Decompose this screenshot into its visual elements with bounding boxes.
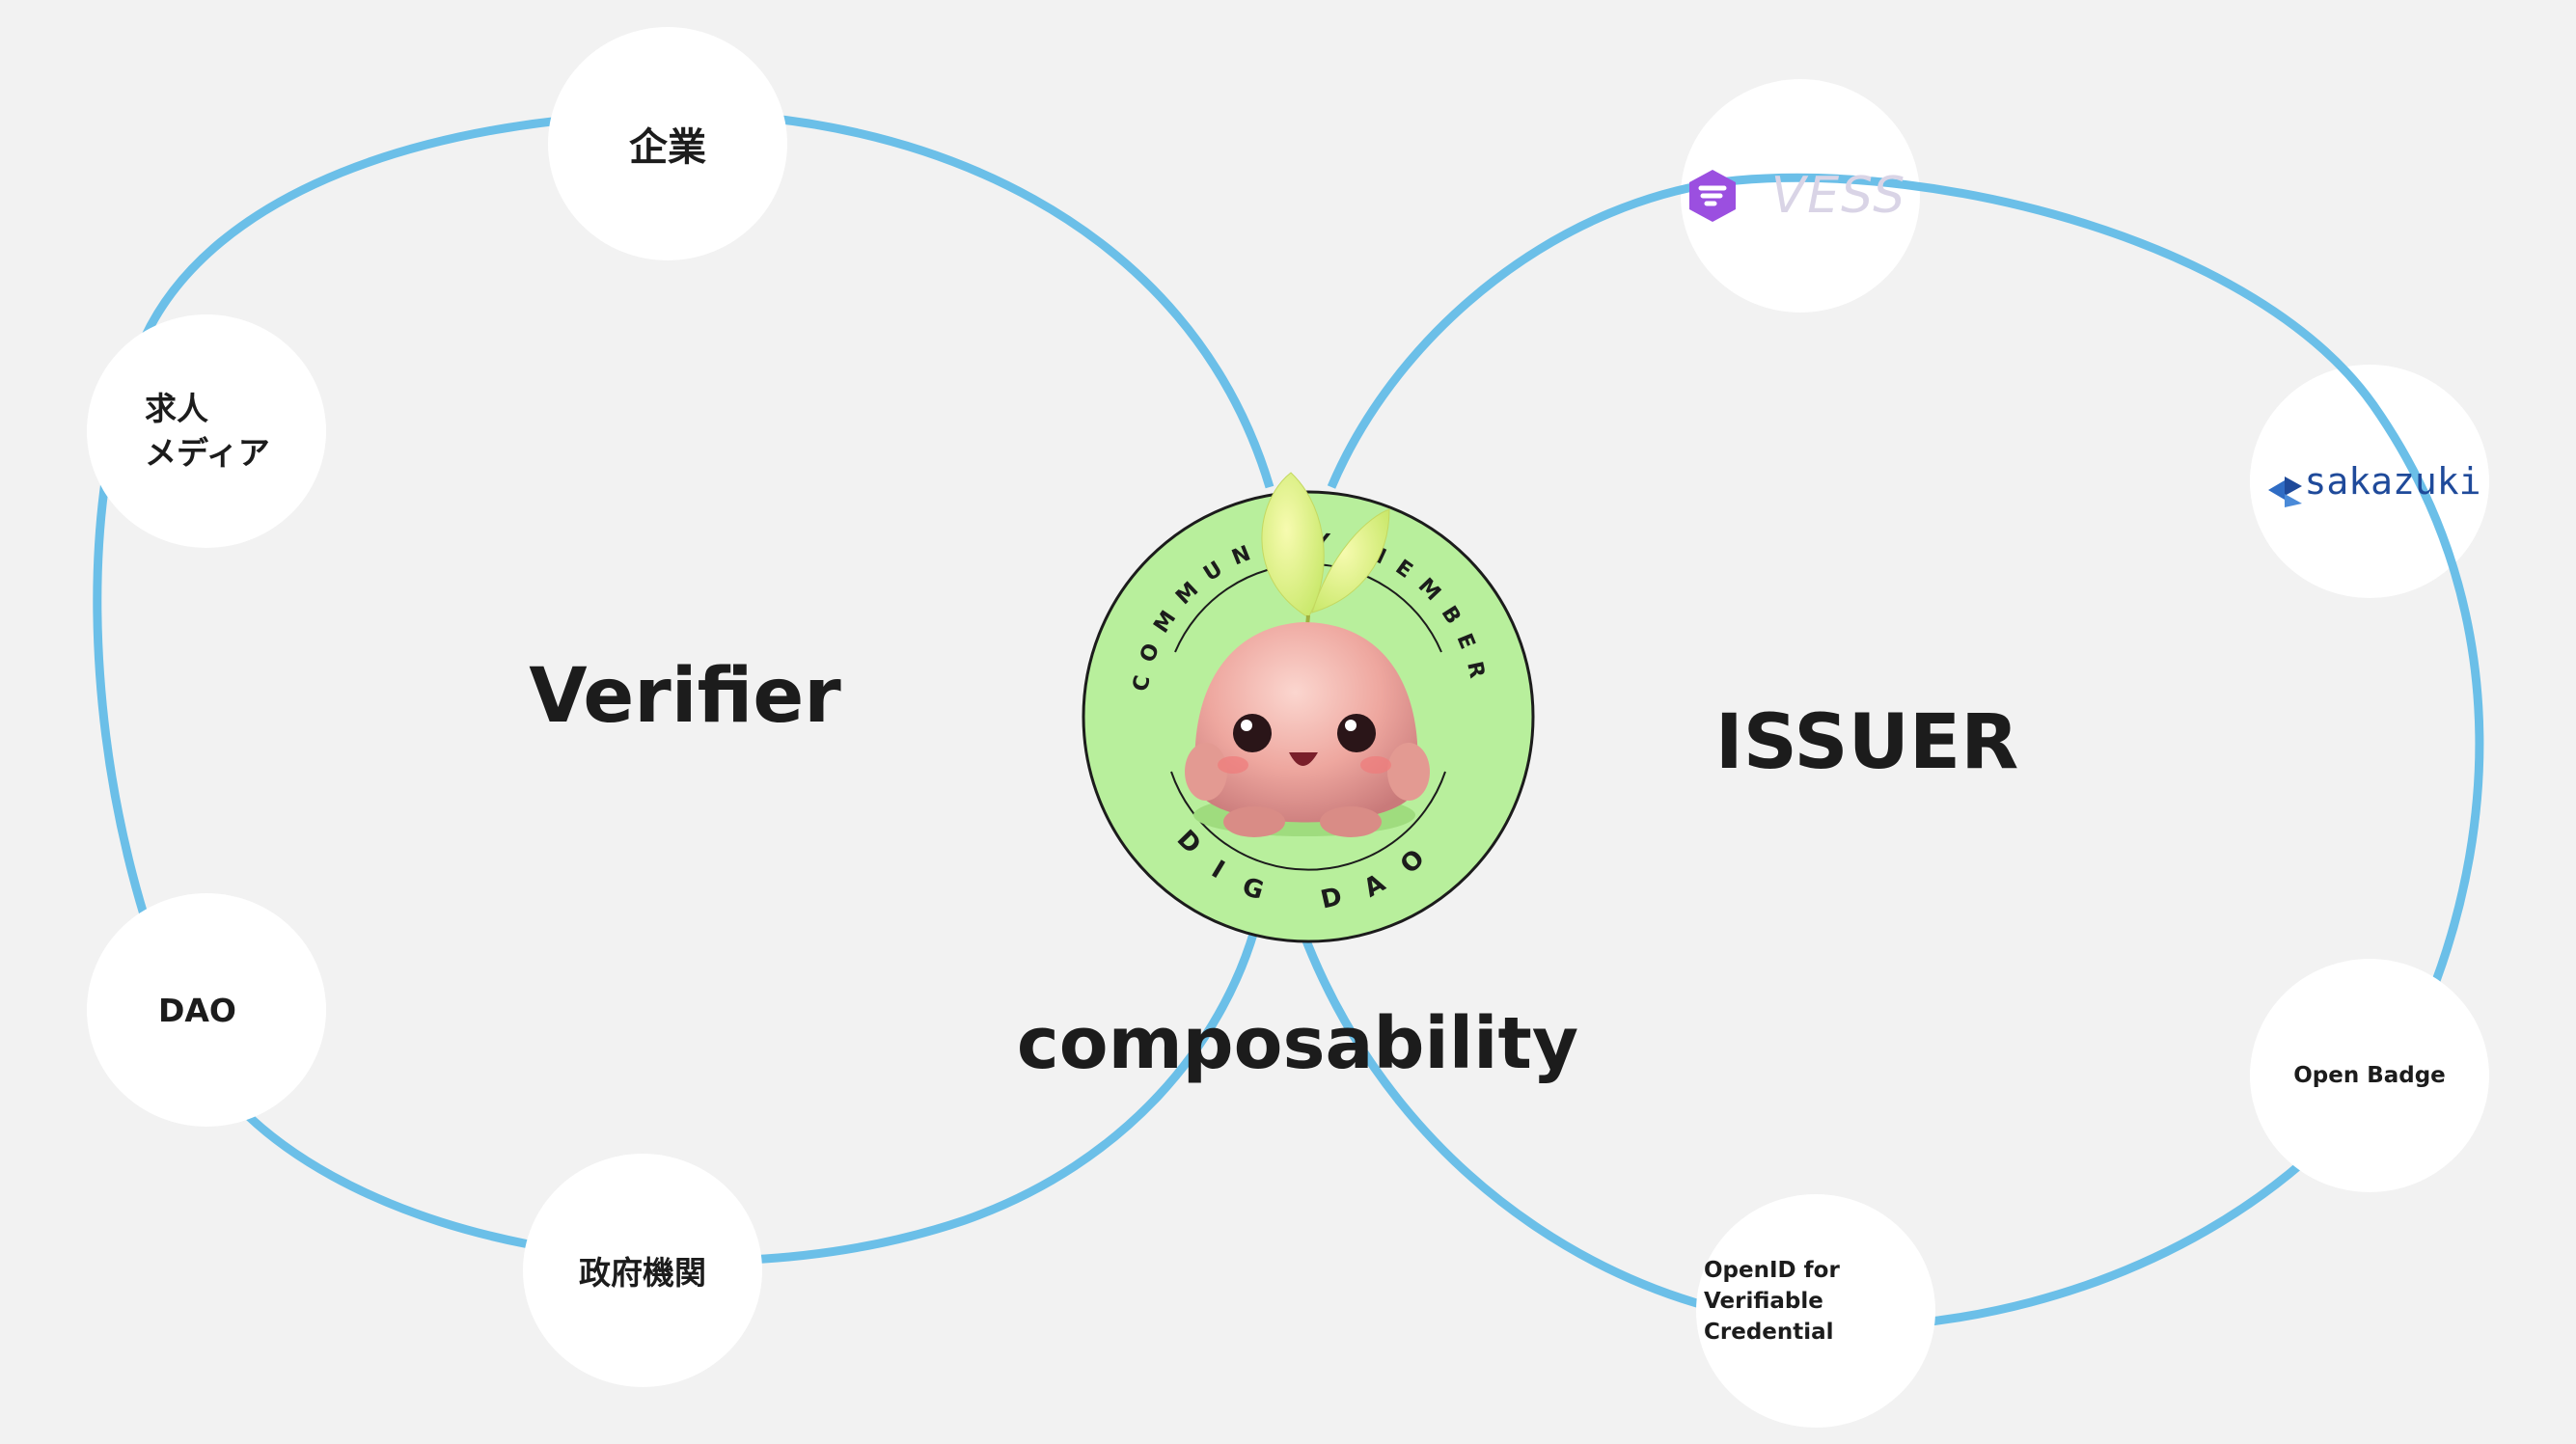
node-job-media: 求人 メディア [87,314,326,548]
sakazuki-logo-icon [2268,480,2285,500]
verifier-loop [93,109,1274,1266]
mascot-arm-right [1387,743,1430,801]
sakazuki-logo-icon [2285,494,2302,507]
mascot-arm-left [1185,743,1227,801]
sakazuki-logo [2268,477,2302,507]
leaf-icon [1311,508,1390,613]
verifier-label: Verifier [529,653,841,740]
node-dao-label: DAO [158,991,236,1029]
mascot-cheek-left [1218,756,1248,774]
vess-logo [1689,170,1736,222]
node-openid-vc-label: OpenID for Verifiable Credential [1704,1257,1840,1346]
mascot-body [1194,622,1418,823]
node-government: 政府機関 [523,1154,762,1387]
mascot-foot-left [1223,806,1285,837]
mascot-eye-shine [1241,720,1252,731]
mascot-mouth [1289,752,1318,766]
node-open-badge: Open Badge [2250,959,2489,1192]
node-job-media-label: 求人 メディア [145,389,270,472]
mascot-cheek-right [1360,756,1391,774]
mascot-foot-right [1320,806,1382,837]
mascot-eye-right [1337,714,1376,752]
sakazuki-logo-icon [2285,477,2302,496]
node-vess: VESS [1681,79,1920,313]
node-sakazuki: sakazuki [2250,365,2489,598]
node-government-label: 政府機関 [579,1254,706,1292]
mascot-eye-shine [1345,720,1357,731]
mascot-eye-left [1233,714,1272,752]
composability-label: composability [1016,1002,1579,1085]
node-dao: DAO [87,893,326,1127]
node-enterprise-label: 企業 [629,125,706,170]
leaf-icon [1261,472,1325,618]
issuer-label: ISSUER [1714,699,2019,786]
sakazuki-logo-text: sakazuki [2304,460,2481,503]
node-enterprise: 企業 [548,27,787,260]
node-openid-vc: OpenID for Verifiable Credential [1696,1194,1935,1428]
vess-logo-text: VESS [1770,167,1907,225]
dig-dao-badge: COMMUNITY MEMBER DIG DAO [1082,472,1535,943]
node-open-badge-label: Open Badge [2293,1063,2446,1088]
vess-logo-mark [1698,185,1727,206]
